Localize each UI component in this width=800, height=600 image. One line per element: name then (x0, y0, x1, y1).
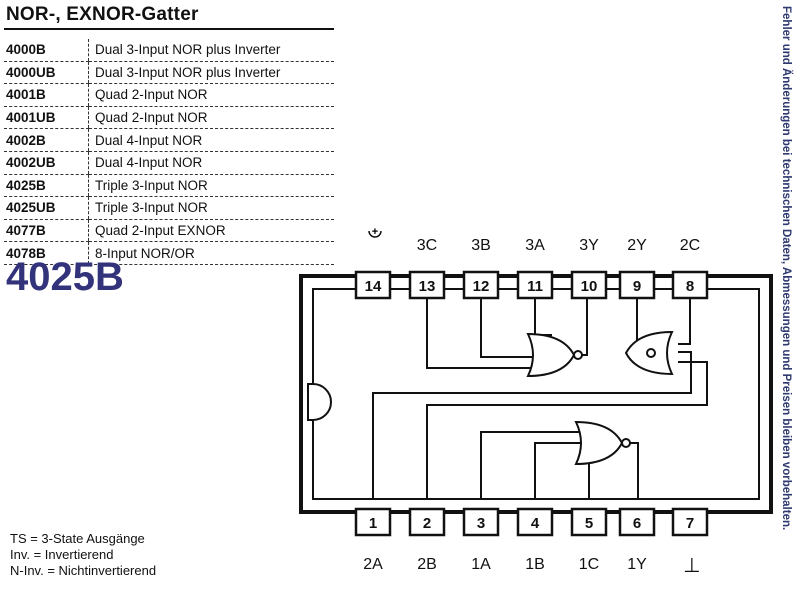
part-description: Dual 3-Input NOR plus Inverter (88, 61, 334, 85)
pin-number: 8 (686, 278, 694, 295)
nor-gate-3 (526, 332, 583, 378)
bottom-pin: 6 1Y (618, 507, 656, 573)
pin-label: 3Y (579, 237, 599, 254)
pin-label: 2Y (627, 237, 647, 254)
pin-number: 11 (527, 278, 543, 295)
pin-number: 6 (633, 515, 641, 532)
disclaimer-text: Fehler und Änderungen bei technischen Da… (780, 6, 792, 531)
pin-number: 3 (477, 515, 485, 532)
part-code: 4000B (4, 39, 89, 62)
svg-text:+: + (372, 226, 378, 238)
part-number-heading: 4025B (6, 255, 124, 299)
top-pin: 10 3Y (570, 237, 608, 300)
part-code: 4002B (4, 128, 89, 152)
top-pin: 14 (354, 270, 392, 300)
part-description: Quad 2-Input NOR (88, 106, 334, 130)
pin-number: 1 (369, 515, 377, 532)
top-pin: 9 2Y (618, 237, 656, 300)
pin-label: 1Y (627, 556, 647, 573)
bottom-pin-row: 1 2A 2 2B 3 1A 4 1B 5 1C 6 1Y 7 (354, 507, 709, 573)
pin-label: 2C (680, 237, 700, 254)
pin-number: 13 (419, 278, 436, 295)
bottom-pin: 3 1A (462, 507, 500, 573)
part-description: Triple 3-Input NOR (88, 174, 334, 198)
part-code: 4001UB (4, 106, 89, 130)
pin-label: 3B (471, 237, 491, 254)
ground-icon: ⊥ (683, 553, 700, 577)
pin-number: 10 (581, 278, 598, 295)
part-code: 4025B (4, 174, 89, 198)
bottom-pin: 5 1C (570, 507, 608, 573)
top-pin-row: 14 13 3C 12 3B 11 3A 10 3Y 9 2Y 8 2C (354, 237, 709, 300)
nor-gate-2 (624, 330, 674, 376)
pin-label: 1C (579, 556, 599, 573)
part-code: 4002UB (4, 151, 89, 175)
disclaimer-note: Fehler und Änderungen bei technischen Da… (780, 6, 800, 596)
part-code: 4001B (4, 83, 89, 107)
package-notch (307, 383, 332, 421)
part-description: Quad 2-Input EXNOR (88, 219, 334, 243)
top-pin: 11 3A (516, 237, 554, 300)
bottom-pin: 4 1B (516, 507, 554, 573)
part-description: Dual 4-Input NOR (88, 151, 334, 175)
part-description: Triple 3-Input NOR (88, 196, 334, 220)
pin-number: 2 (423, 515, 431, 532)
bottom-pin: 1 2A (354, 507, 392, 573)
pin-label: 3A (525, 237, 545, 254)
pin-label: 2A (363, 556, 383, 573)
title-underline (4, 28, 334, 30)
pin-number: 5 (585, 515, 593, 532)
pin-number: 14 (365, 278, 382, 295)
pin-number: 4 (531, 515, 540, 532)
legend-line-ts: TS = 3-State Ausgänge (10, 531, 145, 546)
pin-label: 2B (417, 556, 437, 573)
part-description: Dual 3-Input NOR plus Inverter (88, 39, 334, 62)
legend: TS = 3-State Ausgänge Inv. = Invertieren… (10, 531, 156, 579)
legend-line-inv: Inv. = Invertierend (10, 547, 114, 562)
section-title: NOR-, EXNOR-Gatter (6, 4, 199, 25)
pin-number: 9 (633, 278, 641, 295)
part-description: Dual 4-Input NOR (88, 128, 334, 152)
supply-icon: + (368, 226, 382, 238)
part-code: 4025UB (4, 196, 89, 220)
part-description: 8-Input NOR/OR (88, 241, 334, 265)
pin-label: 1A (471, 556, 491, 573)
pin-label: 3C (417, 237, 437, 254)
legend-line-ninv: N-Inv. = Nichtinvertierend (10, 563, 157, 578)
pin-number: 7 (686, 515, 694, 532)
part-code: 4000UB (4, 61, 89, 85)
pin-number: 12 (473, 278, 490, 295)
top-pin: 12 3B (462, 237, 500, 300)
bottom-pin: 2 2B (408, 507, 446, 573)
part-description: Quad 2-Input NOR (88, 83, 334, 107)
part-code: 4077B (4, 219, 89, 243)
nor-gate-1 (574, 420, 631, 466)
pin-label: 1B (525, 556, 545, 573)
part-code: 4078B (4, 241, 89, 265)
top-pin: 8 2C (671, 237, 709, 300)
top-pin: 13 3C (408, 237, 446, 300)
bottom-pin: 7 (671, 507, 709, 537)
